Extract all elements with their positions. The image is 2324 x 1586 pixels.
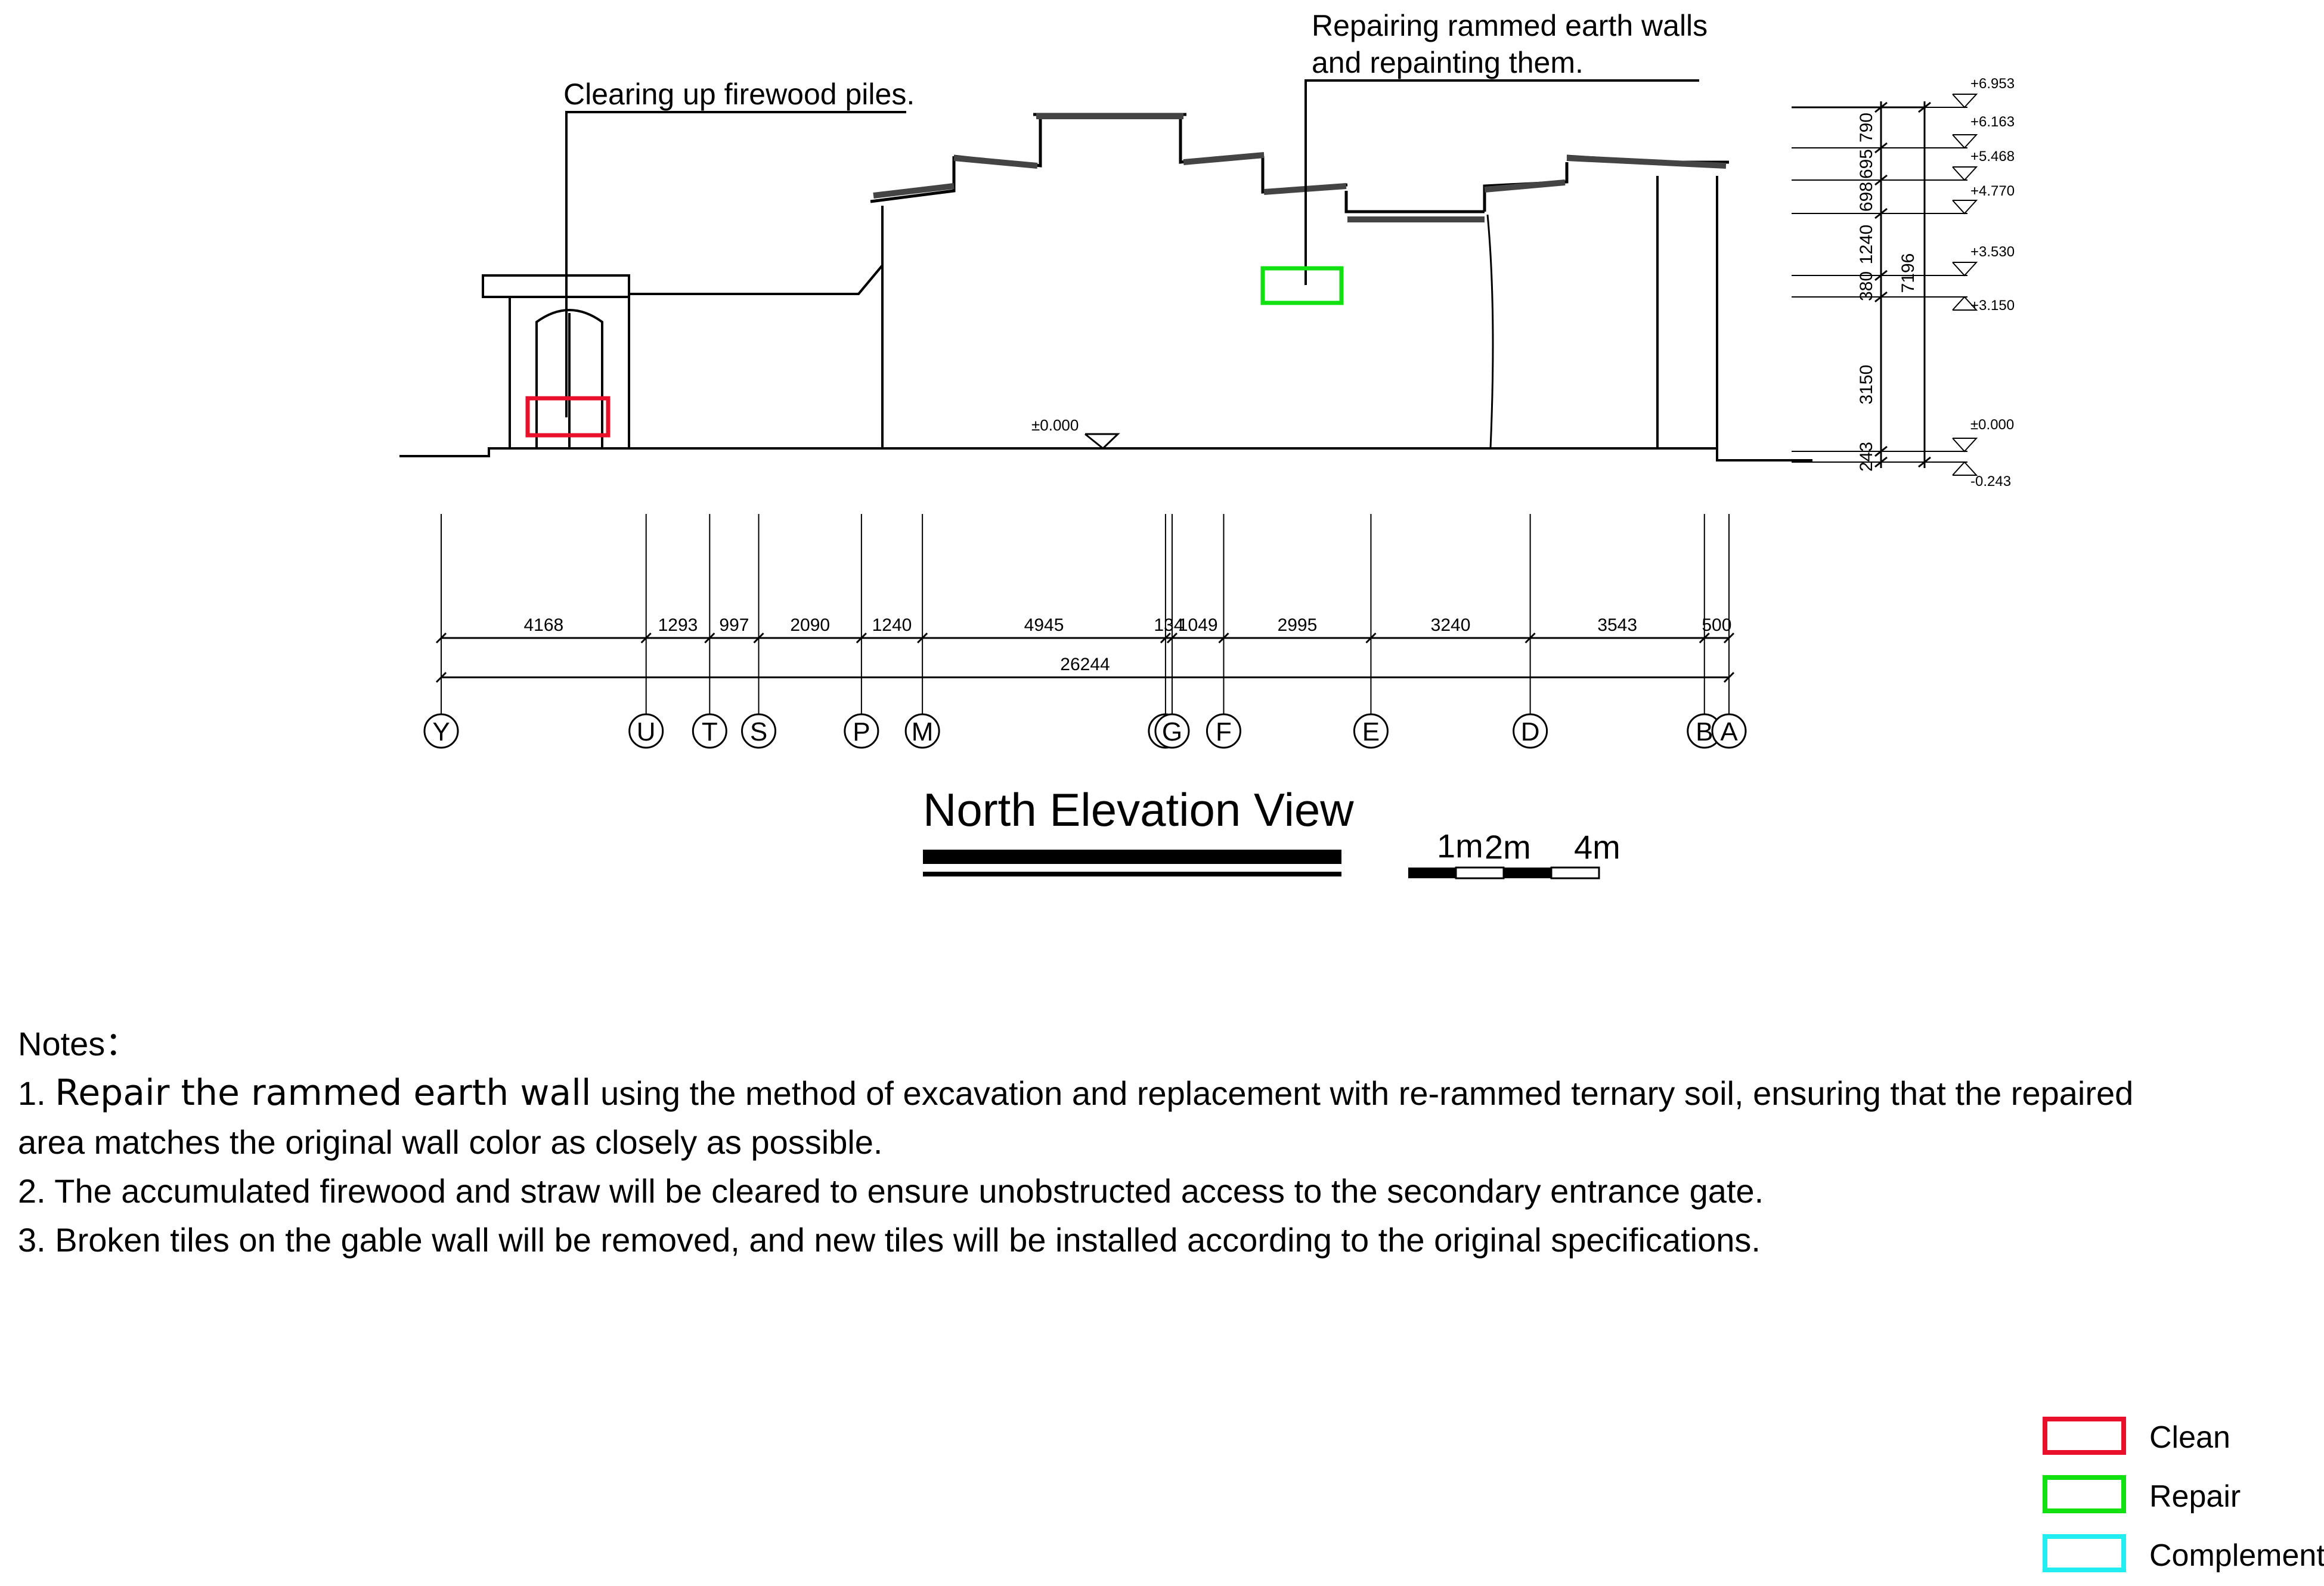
level-label-0: +6.953 <box>1970 76 2015 92</box>
span-dim-6: 134 <box>1154 615 1183 635</box>
level-label-4: +3.530 <box>1970 244 2015 260</box>
callout-wall-line2: and repainting them. <box>1312 46 1584 79</box>
axis-bubble-F <box>1206 713 1241 749</box>
span-dim-0: 4168 <box>523 615 563 635</box>
legend: Clean Repair Complement <box>2043 1417 2324 1573</box>
scale-bar <box>1408 866 1600 879</box>
clean-area-marker <box>525 396 611 438</box>
axis-bubble-G <box>1154 713 1190 749</box>
span-dim-9: 3240 <box>1431 615 1471 635</box>
axis-label-A: A <box>1720 717 1738 746</box>
level-dim-243: 243 <box>1857 442 1876 472</box>
level-label-3: +4.770 <box>1970 183 2015 199</box>
legend-swatch-repair <box>2043 1475 2126 1513</box>
level-dim-790: 790 <box>1857 113 1876 143</box>
level-dimensions: 790 695 698 1240 380 3150 243 7196 +6.953 +6.163 +… <box>1792 76 2015 490</box>
axis-label-Y: Y <box>432 717 450 746</box>
note-1-rest: using the method of excavation and repla… <box>591 1074 2134 1112</box>
drawing-title: North Elevation View <box>923 783 1354 836</box>
axis-bubble-E <box>1353 713 1389 749</box>
axis-bubble-S <box>741 713 777 749</box>
span-dim-4: 1240 <box>872 615 912 635</box>
axis-bubble-Y <box>423 713 459 749</box>
callout-leader-wall <box>1304 79 1699 285</box>
level-dim-698: 698 <box>1857 182 1876 212</box>
axis-markers: YUTSPMHGFEDBA <box>423 713 1747 749</box>
title-underline-thin <box>923 872 1341 876</box>
datum-label: ±0.000 <box>1031 416 1079 434</box>
legend-swatch-clean <box>2043 1417 2126 1455</box>
level-label-7: -0.243 <box>1970 473 2011 490</box>
axis-label-E: E <box>1362 717 1380 746</box>
axis-bubble-U <box>628 713 664 749</box>
axis-bubble-D <box>1513 713 1548 749</box>
gate-house-roof <box>482 274 630 298</box>
axis-label-G: G <box>1162 717 1182 746</box>
span-dim-8: 2995 <box>1278 615 1318 635</box>
note-1-line-2: area matches the original wall color as … <box>18 1123 883 1161</box>
level-label-6: ±0.000 <box>1970 417 2014 433</box>
scale-label-1m: 1m <box>1437 827 1483 865</box>
callout-firewood: Clearing up firewood piles. <box>563 78 915 111</box>
total-height-dim: 7196 <box>1898 253 1918 293</box>
axis-label-F: F <box>1216 717 1232 746</box>
axis-label-M: M <box>912 717 934 746</box>
title-underline-thick <box>923 850 1341 864</box>
span-dim-5: 4945 <box>1024 615 1064 635</box>
note-3: 3. Broken tiles on the gable wall will b… <box>18 1221 1761 1259</box>
callout-wall-line1: Repairing rammed earth walls <box>1312 9 1708 42</box>
callout-leader-firewood <box>565 111 906 417</box>
ground-line <box>399 447 1812 461</box>
level-dim-1240: 1240 <box>1857 225 1876 265</box>
scale-label-4m: 4m <box>1574 828 1620 866</box>
repair-area-marker <box>1260 266 1344 305</box>
axis-label-U: U <box>637 717 656 746</box>
span-dim-7: 1049 <box>1178 615 1218 635</box>
low-wall <box>629 264 884 295</box>
legend-label-clean: Clean <box>2149 1420 2230 1455</box>
axis-label-B: B <box>1696 717 1713 746</box>
span-dim-10: 3543 <box>1597 615 1637 635</box>
level-label-1: +6.163 <box>1970 114 2015 130</box>
axis-label-S: S <box>750 717 767 746</box>
level-dim-695: 695 <box>1857 149 1876 179</box>
span-dim-2: 997 <box>719 615 749 635</box>
note-1-number: 1. <box>18 1074 55 1112</box>
level-label-2: +5.468 <box>1970 148 2015 165</box>
note-1-line-1: 1. Repair the rammed earth wall using th… <box>18 1068 2164 1118</box>
note-2: 2. The accumulated firewood and straw wi… <box>18 1172 1764 1210</box>
level-dim-380: 380 <box>1857 271 1876 301</box>
span-dim-1: 1293 <box>658 615 698 635</box>
axis-label-P: P <box>853 717 870 746</box>
legend-label-complement: Complement <box>2149 1538 2324 1573</box>
axis-bubble-T <box>692 713 727 749</box>
axis-bubble-A <box>1711 713 1747 749</box>
notes-heading: Notes： <box>18 1025 139 1063</box>
span-dim-11: 500 <box>1702 615 1731 635</box>
legend-label-repair: Repair <box>2149 1479 2241 1514</box>
notes-block: Notes： 1. Repair the rammed earth wall u… <box>18 1020 2164 1265</box>
level-dim-3150: 3150 <box>1857 365 1876 405</box>
span-dim-3: 2090 <box>790 615 830 635</box>
legend-swatch-complement <box>2043 1534 2126 1572</box>
axis-bubble-M <box>904 713 940 749</box>
level-label-5: +3.150 <box>1970 298 2015 314</box>
note-1-emphasis: Repair the rammed earth wall <box>55 1072 591 1114</box>
total-span-dim: 26244 <box>1060 655 1110 674</box>
axis-label-D: D <box>1521 717 1540 746</box>
gate-door <box>535 309 603 448</box>
axis-label-T: T <box>702 717 718 746</box>
scale-label-2m: 2m <box>1485 828 1531 866</box>
axis-bubble-P <box>844 713 879 749</box>
